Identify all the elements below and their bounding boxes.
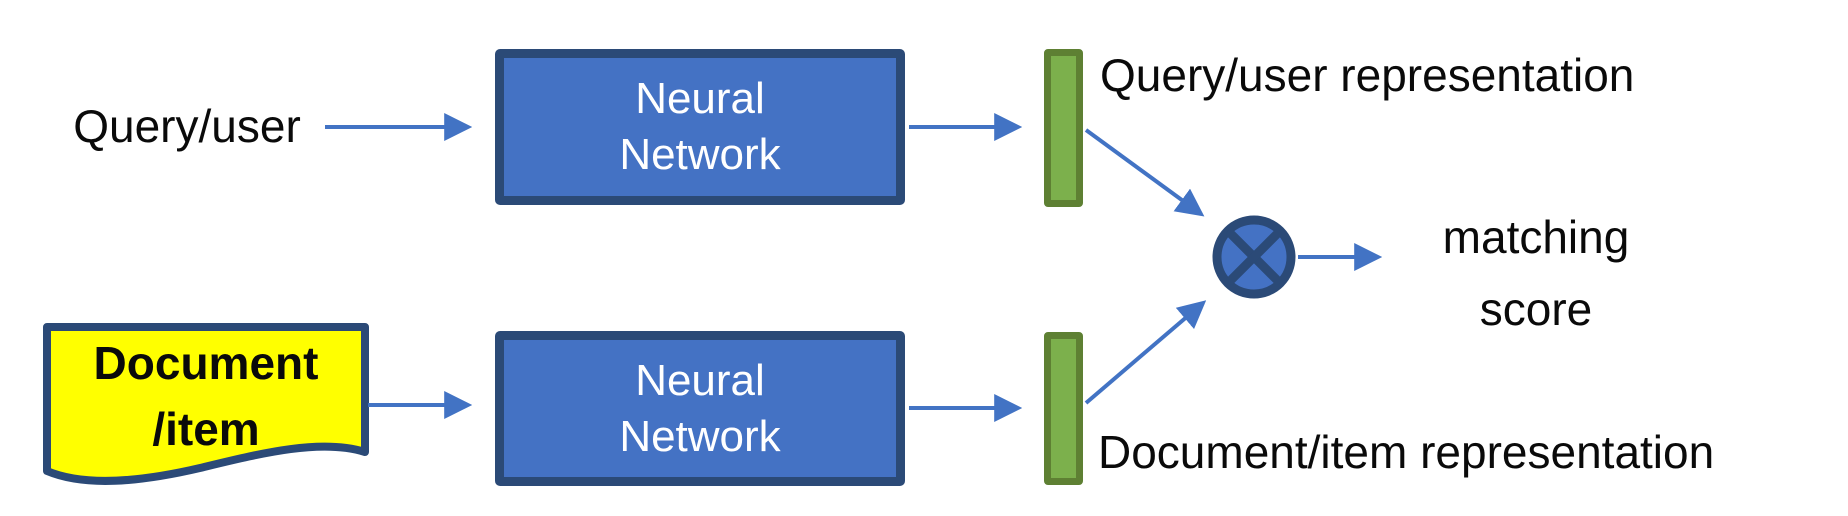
query-representation-label: Query/user representation [1100, 49, 1635, 101]
neural-network-box-bottom: Neural Network [495, 331, 905, 486]
document-shape-icon [43, 323, 369, 485]
nn-bottom-line1: Neural [635, 355, 765, 405]
arrow-doc-bar-to-multiply [1084, 300, 1207, 405]
matching-score-line2: score [1479, 283, 1593, 335]
nn-top-line2: Network [619, 130, 781, 179]
document-item-input-label: Document /item [47, 330, 365, 462]
query-user-input-label: Query/user [73, 100, 301, 152]
document-representation-bar [1044, 332, 1083, 485]
neural-network-box-top: Neural Network [495, 49, 905, 205]
nn-bottom-line2: Network [619, 411, 781, 461]
query-representation-bar [1044, 49, 1083, 207]
arrow-query-bar-to-multiply [1084, 128, 1205, 217]
matching-score-line1: matching [1442, 211, 1630, 263]
document-representation-label: Document/item representation [1098, 426, 1715, 478]
document-label-line1: Document [93, 337, 319, 389]
nn-top-line1: Neural [635, 74, 765, 123]
document-label-line2: /item [152, 403, 260, 455]
matching-score-label: matching score [1410, 201, 1662, 345]
multiply-node-icon [1212, 215, 1296, 299]
